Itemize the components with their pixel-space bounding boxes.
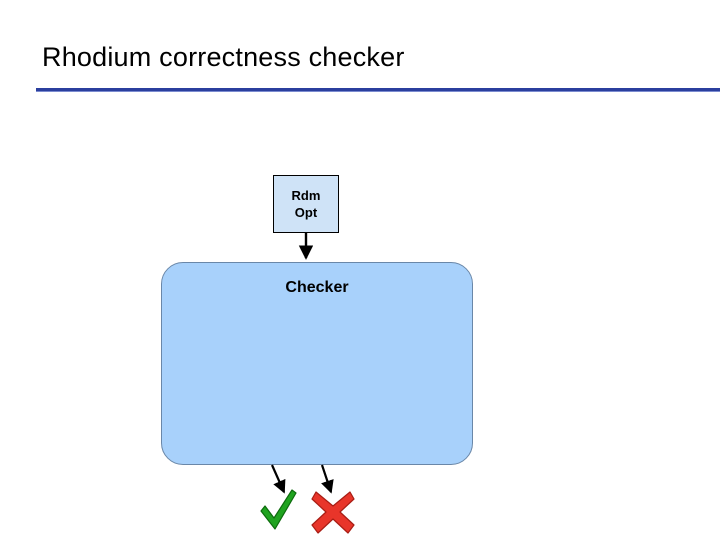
connector-checker-to-fail <box>320 464 334 494</box>
check-mark-icon <box>260 489 297 530</box>
node-checker[interactable]: Checker <box>161 262 473 465</box>
page-title: Rhodium correctness checker <box>42 42 405 72</box>
node-checker-label: Checker <box>285 279 349 296</box>
node-rdm-opt[interactable]: Rdm Opt <box>273 175 339 233</box>
node-rdm-opt-label-line1: Rdm <box>291 188 321 203</box>
title-divider <box>36 88 720 93</box>
title-divider-thin <box>36 91 720 92</box>
title-divider-thick <box>36 88 720 91</box>
node-rdm-opt-label-line2: Opt <box>294 205 318 220</box>
cross-mark-icon <box>311 491 355 534</box>
